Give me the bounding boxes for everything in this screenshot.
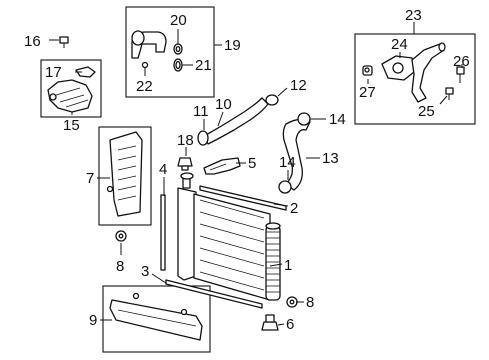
- box-reservoir-bracket: [40, 59, 102, 118]
- box-water-outlet: [354, 33, 476, 125]
- air-baffle-7: [106, 131, 143, 217]
- upper-hose-10: [203, 97, 269, 145]
- box-lower-deflector: [102, 285, 211, 353]
- callout-12: 12: [290, 77, 307, 94]
- bolt-16: [49, 36, 69, 48]
- callout-7: 7: [86, 170, 94, 187]
- callout-1: 1: [284, 257, 292, 274]
- callout-20: 20: [170, 12, 187, 29]
- callout-5: 5: [248, 155, 256, 172]
- callout-8-right: 8: [306, 294, 314, 311]
- callout-11: 11: [193, 103, 209, 120]
- clamp-12: [265, 94, 279, 106]
- reservoir-bracket-17: [47, 66, 96, 113]
- callout-2: 2: [290, 200, 298, 217]
- bolt-26: [456, 66, 465, 83]
- callout-16: 16: [24, 33, 41, 50]
- clamp-14-upper: [297, 112, 311, 126]
- clamp-14-lower: [278, 180, 292, 194]
- callout-26: 26: [453, 53, 470, 70]
- callout-23: 23: [405, 7, 422, 24]
- callout-3: 3: [141, 263, 149, 280]
- callout-13: 13: [322, 150, 339, 167]
- drain-cock-6: [261, 314, 279, 331]
- box-thermostat-housing: [125, 6, 215, 98]
- box-air-baffle: [98, 126, 152, 226]
- callout-19: 19: [224, 37, 241, 54]
- callout-10: 10: [215, 96, 232, 113]
- callout-15: 15: [63, 117, 80, 134]
- callout-27: 27: [359, 84, 376, 101]
- callout-21: 21: [195, 57, 212, 74]
- callout-25: 25: [418, 103, 435, 120]
- radiator-1: [177, 172, 281, 301]
- callout-9: 9: [89, 312, 97, 329]
- seal-20: [173, 43, 183, 55]
- sensor-27: [362, 65, 373, 76]
- bracket-5: [203, 157, 241, 175]
- bolt-25: [445, 87, 454, 100]
- callout-4: 4: [159, 161, 167, 178]
- callout-18: 18: [177, 132, 194, 149]
- callout-22: 22: [136, 78, 153, 95]
- callout-24: 24: [391, 36, 408, 53]
- callout-17: 17: [45, 64, 62, 81]
- thermostat-housing-19: [131, 30, 167, 75]
- clamp-11: [197, 130, 209, 146]
- callout-6: 6: [286, 316, 294, 333]
- callout-14-upper: 14: [329, 111, 346, 128]
- seal-4: [160, 194, 166, 271]
- callout-14-lower: 14: [279, 154, 296, 171]
- lower-deflector-9: [109, 292, 203, 341]
- insulator-8-right: [286, 296, 298, 308]
- water-outlet-24: [381, 42, 446, 103]
- o-ring-21: [173, 58, 183, 72]
- upper-seal-2: [199, 185, 287, 211]
- insulator-8-left: [115, 230, 127, 242]
- lower-hose-13: [282, 118, 311, 191]
- callout-8-left: 8: [116, 258, 124, 275]
- radiator-cap-18: [177, 157, 193, 171]
